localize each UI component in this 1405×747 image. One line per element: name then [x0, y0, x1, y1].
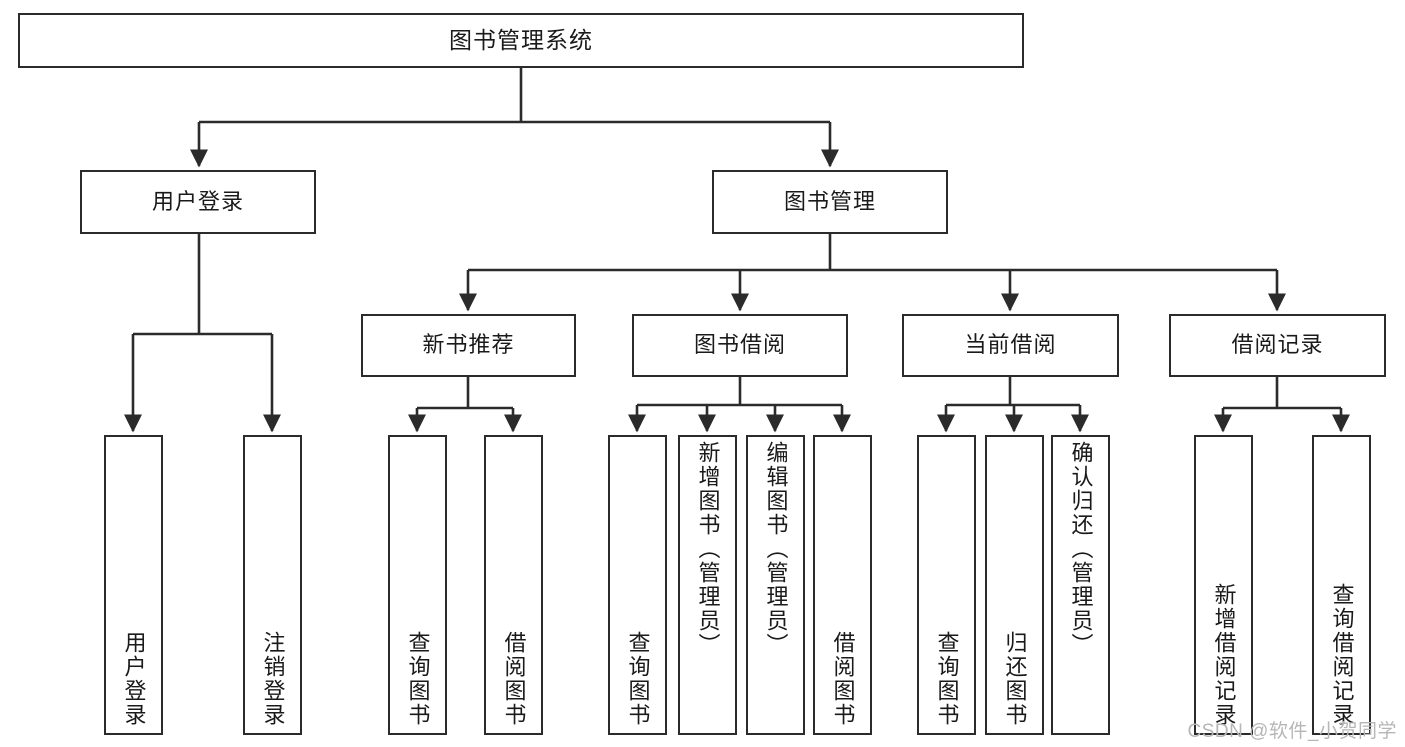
leaf-query-book-1[interactable]: 查询图书 [388, 435, 447, 735]
leaf-query-borrow-record[interactable]: 查询借阅记录 [1312, 435, 1371, 735]
node-root-label: 图书管理系统 [449, 26, 593, 53]
leaf-edit-book-admin-label: 编辑图书（管理员） [763, 441, 789, 657]
leaf-confirm-return-admin[interactable]: 确认归还（管理员） [1051, 435, 1110, 735]
node-user-login[interactable]: 用户登录 [80, 170, 316, 234]
leaf-logout[interactable]: 注销登录 [243, 435, 302, 735]
leaf-query-borrow-record-label: 查询借阅记录 [1329, 583, 1355, 727]
leaf-logout-label: 注销登录 [260, 631, 286, 727]
node-current-borrow[interactable]: 当前借阅 [902, 314, 1119, 377]
leaf-return-book-label: 归还图书 [1002, 631, 1028, 727]
leaf-query-book-3[interactable]: 查询图书 [917, 435, 976, 735]
leaf-return-book[interactable]: 归还图书 [985, 435, 1044, 735]
leaf-borrow-book-2[interactable]: 借阅图书 [813, 435, 872, 735]
node-current-borrow-label: 当前借阅 [964, 332, 1057, 358]
node-new-book-recommend-label: 新书推荐 [422, 332, 515, 358]
node-book-management-label: 图书管理 [783, 188, 876, 214]
leaf-query-book-3-label: 查询图书 [934, 631, 960, 727]
node-borrow-record-label: 借阅记录 [1231, 332, 1324, 358]
leaf-add-borrow-record[interactable]: 新增借阅记录 [1194, 435, 1253, 735]
node-user-login-label: 用户登录 [151, 188, 244, 214]
leaf-add-book-admin[interactable]: 新增图书（管理员） [678, 435, 737, 735]
leaf-user-login[interactable]: 用户登录 [104, 435, 163, 735]
leaf-confirm-return-admin-label: 确认归还（管理员） [1068, 441, 1094, 657]
node-root[interactable]: 图书管理系统 [18, 13, 1024, 68]
node-book-borrow[interactable]: 图书借阅 [632, 314, 848, 377]
leaf-edit-book-admin[interactable]: 编辑图书（管理员） [746, 435, 805, 735]
node-borrow-record[interactable]: 借阅记录 [1169, 314, 1386, 377]
leaf-query-book-2-label: 查询图书 [625, 631, 651, 727]
leaf-query-book-1-label: 查询图书 [405, 631, 431, 727]
node-book-management[interactable]: 图书管理 [712, 170, 948, 234]
leaf-borrow-book-2-label: 借阅图书 [830, 631, 856, 727]
node-book-borrow-label: 图书借阅 [693, 332, 786, 358]
leaf-borrow-book-1-label: 借阅图书 [501, 631, 527, 727]
leaf-user-login-label: 用户登录 [121, 631, 147, 727]
node-new-book-recommend[interactable]: 新书推荐 [361, 314, 576, 377]
leaf-borrow-book-1[interactable]: 借阅图书 [484, 435, 543, 735]
leaf-add-book-admin-label: 新增图书（管理员） [695, 441, 721, 657]
leaf-add-borrow-record-label: 新增借阅记录 [1211, 583, 1237, 727]
leaf-query-book-2[interactable]: 查询图书 [608, 435, 667, 735]
